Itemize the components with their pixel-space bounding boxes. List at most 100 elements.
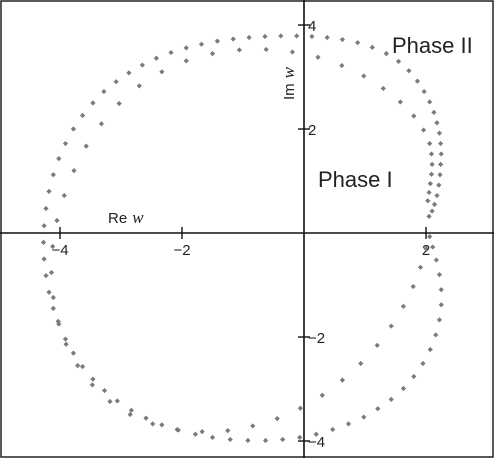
outer-series-point <box>433 332 439 338</box>
inner-series-point <box>410 283 416 290</box>
outer-series-point <box>214 38 220 44</box>
inner-series-point <box>417 264 424 270</box>
outer-series-point <box>438 287 444 293</box>
data-points <box>40 33 444 444</box>
inner-series-point <box>236 47 242 53</box>
inner-series-point <box>428 151 435 157</box>
inner-series-point <box>159 69 165 75</box>
inner-series-point <box>83 143 89 149</box>
inner-series-point <box>61 192 67 199</box>
outer-series-point <box>375 406 381 412</box>
outer-series-point <box>324 34 330 41</box>
outer-series-point <box>126 70 132 76</box>
inner-series-point <box>427 181 433 187</box>
outer-series-point <box>436 272 443 278</box>
phase-ii-label: Phase II <box>392 33 473 58</box>
y-axis-label: Imw <box>279 66 298 100</box>
outer-series-point <box>395 58 402 64</box>
inner-series-point <box>75 363 81 369</box>
outer-series-point <box>114 398 120 404</box>
outer-series-point <box>355 40 361 46</box>
inner-series-point <box>225 428 231 434</box>
outer-series-point <box>79 364 86 370</box>
inner-series-point <box>150 421 156 427</box>
outer-series-point <box>433 257 439 263</box>
outer-series-point <box>40 239 47 245</box>
tick-labels: −4−2242−2−4 <box>51 18 430 451</box>
inner-series-point <box>397 99 403 105</box>
outer-series-point <box>421 88 427 95</box>
outer-series-point <box>198 41 205 47</box>
inner-series-point <box>209 51 216 57</box>
phase-i-label: Phase I <box>318 167 393 192</box>
inner-series-point <box>374 342 380 348</box>
outer-series-point <box>56 156 62 162</box>
outer-series-point <box>46 188 52 194</box>
inner-series-point <box>98 121 105 127</box>
outer-series-point <box>227 436 233 443</box>
outer-series-point <box>262 33 268 40</box>
outer-series-point <box>438 140 444 147</box>
outer-series-point <box>309 33 315 40</box>
inner-series-point <box>89 382 95 388</box>
inner-series-point <box>297 405 303 411</box>
inner-series-point <box>136 83 142 89</box>
inner-series-point <box>423 246 429 252</box>
outer-series-point <box>209 434 216 440</box>
outer-series-point <box>62 140 69 147</box>
inner-series-point <box>425 198 431 204</box>
inner-series-point <box>315 54 321 60</box>
outer-series-point <box>168 49 174 56</box>
outer-series-point <box>339 36 346 43</box>
outer-series-point <box>245 437 251 444</box>
outer-series-point <box>280 436 286 443</box>
outer-series-point <box>50 305 56 311</box>
outer-series-point <box>62 336 69 342</box>
outer-series-point <box>139 62 145 68</box>
outer-series-point <box>101 88 107 95</box>
inner-series-point <box>339 377 346 383</box>
y-tick-label: −2 <box>308 330 325 347</box>
outer-series-point <box>70 350 77 356</box>
x-tick-label: −2 <box>173 242 190 259</box>
y-tick-label: 4 <box>308 18 316 35</box>
outer-series-point <box>427 234 433 240</box>
outer-series-point <box>427 99 433 105</box>
outer-series-point <box>153 55 159 61</box>
outer-series-point <box>361 414 367 420</box>
outer-series-point <box>436 317 443 323</box>
y-tick-label: 2 <box>308 122 316 139</box>
outer-series-point <box>438 302 444 308</box>
outer-series-point <box>420 360 426 367</box>
outer-series-point <box>90 100 96 106</box>
outer-series-point <box>434 120 440 126</box>
outer-series-point <box>426 213 432 219</box>
outer-series-point <box>414 78 421 84</box>
inner-series-point <box>50 294 56 301</box>
outer-series-point <box>262 437 269 444</box>
inner-series-point <box>127 411 133 418</box>
outer-series-point <box>46 289 52 295</box>
outer-series-point <box>297 434 303 440</box>
outer-series-point <box>436 182 442 188</box>
outer-series-point <box>330 426 336 433</box>
outer-series-point <box>313 431 319 437</box>
outer-series-point <box>430 244 436 250</box>
outer-series-point <box>431 201 438 207</box>
inner-series-point <box>319 392 325 398</box>
inner-series-point <box>174 426 180 433</box>
outer-series-point <box>383 51 389 57</box>
y-tick-label: −4 <box>308 434 325 451</box>
outer-series-point <box>43 205 49 212</box>
outer-series-point <box>431 109 437 115</box>
x-tick-label: −4 <box>51 242 68 259</box>
outer-series-point <box>70 126 77 132</box>
outer-series-point <box>113 79 119 85</box>
inner-series-point <box>50 243 56 250</box>
inner-series-point <box>388 323 394 329</box>
inner-series-point <box>427 140 433 147</box>
outer-series-point <box>278 33 284 39</box>
